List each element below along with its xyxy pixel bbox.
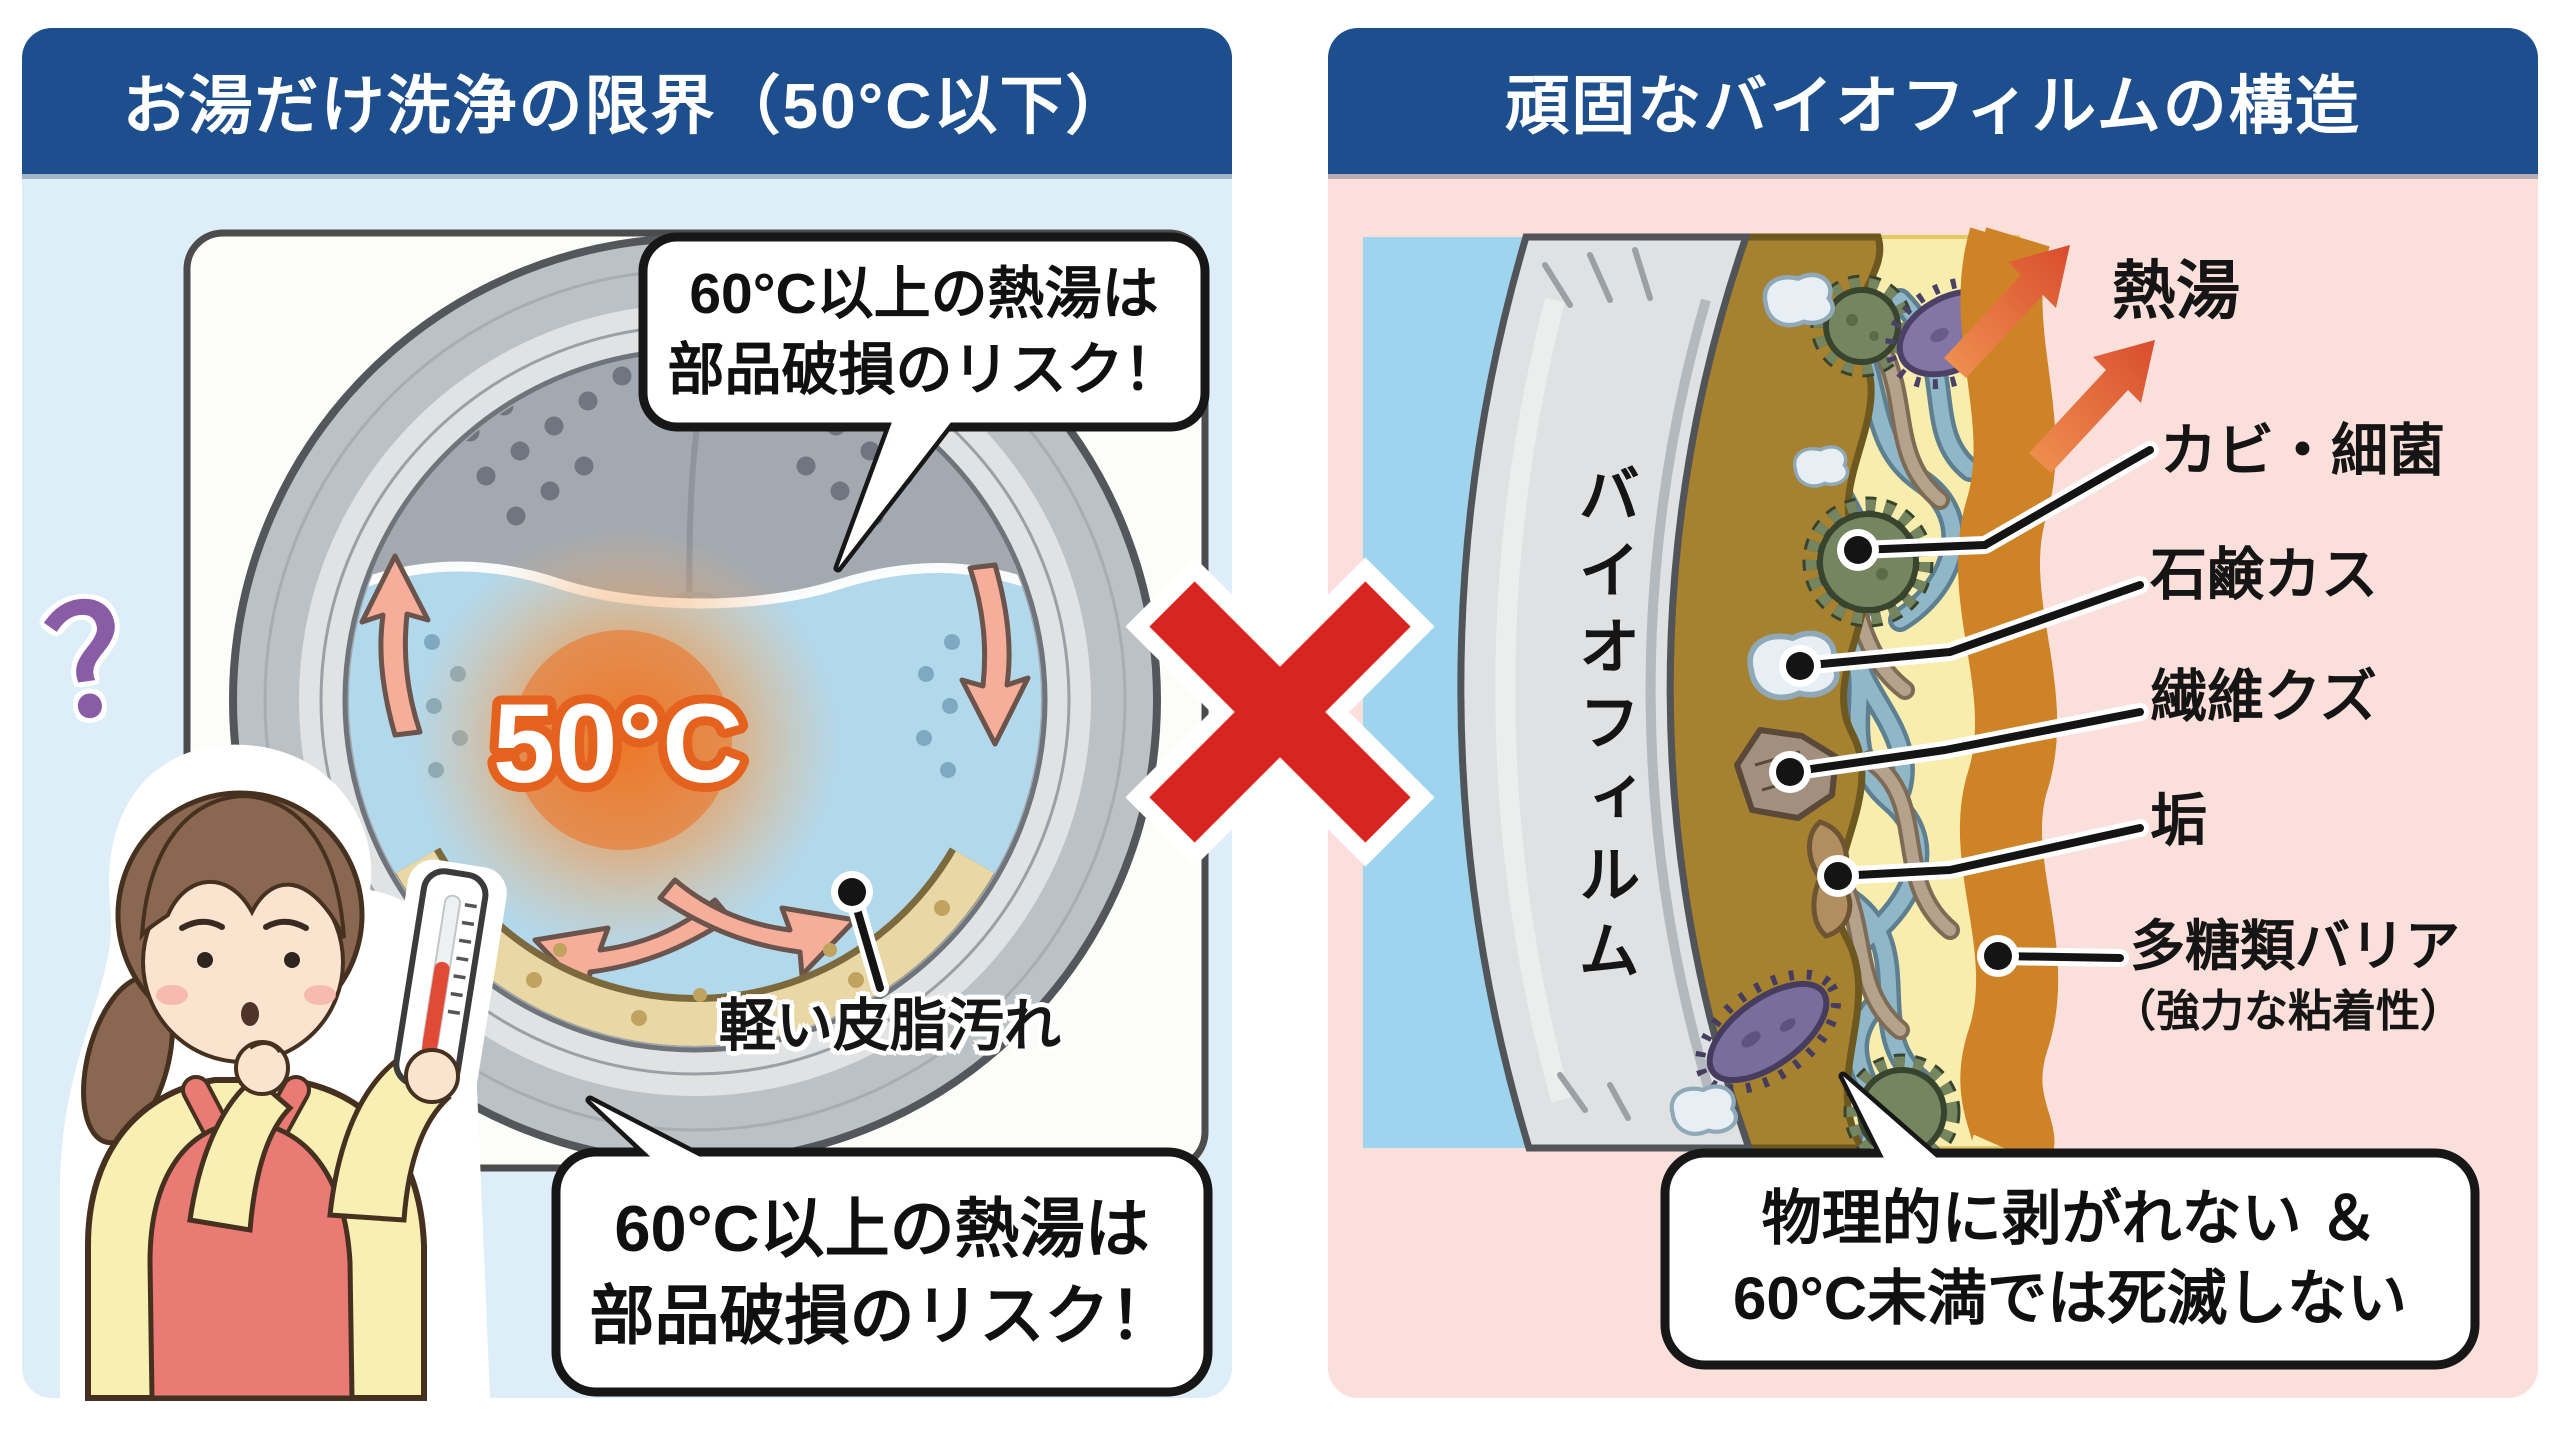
right-panel-title: 頑固なバイオフィルムの構造 — [1505, 70, 2361, 142]
warning-bubble-top: 60°C以上の熱湯は 部品破損のリスク！ — [643, 237, 1205, 427]
warning-top-line2: 部品破損のリスク！ — [667, 338, 1181, 402]
warning-bottom-line1: 60°C以上の熱湯は — [614, 1191, 1150, 1265]
biofilm-drum-label: バイオフィルム — [1568, 462, 1638, 994]
soap-scum-label: 石鹸カス — [2150, 543, 2378, 607]
conclusion-line2: 60°C未満では死滅しない — [1732, 1265, 2408, 1332]
barrier-note-label: （強力な粘着性） — [2112, 987, 2464, 1036]
conclusion-bubble: 物理的に剥がれない ＆ 60°C未満では死滅しない — [1665, 1153, 2475, 1365]
fiber-lint-label: 繊維クズ — [2150, 665, 2377, 729]
warning-bubble-bottom: 60°C以上の熱湯は 部品破損のリスク！ — [556, 1152, 1208, 1392]
warning-top-line1: 60°C以上の熱湯は — [689, 261, 1159, 326]
left-panel-title: お湯だけ洗浄の限界（50°C以下） — [122, 70, 1132, 142]
mold-label: カビ・細菌 — [2160, 419, 2445, 483]
grime-label: 垢 — [2150, 789, 2207, 853]
dirt-label: 軽い皮脂汚れ — [719, 994, 1061, 1058]
warning-bottom-line2: 部品破損のリスク！ — [589, 1279, 1175, 1352]
right-panel-header: 頑固なバイオフィルムの構造 — [1328, 28, 2538, 174]
barrier-label: 多糖類バリア — [2130, 915, 2461, 977]
question-mark: ？ — [36, 564, 209, 752]
left-panel-header: お湯だけ洗浄の限界（50°C以下） — [22, 28, 1232, 174]
hot-water-label: 熱湯 — [2112, 255, 2240, 327]
conclusion-line1: 物理的に剥がれない ＆ — [1761, 1184, 2379, 1252]
